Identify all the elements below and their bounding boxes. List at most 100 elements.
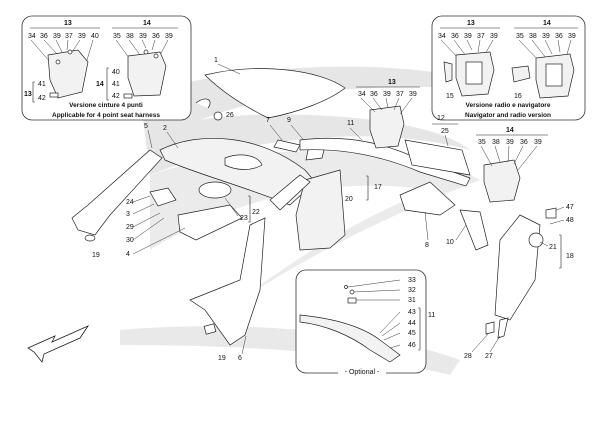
svg-text:39: 39 xyxy=(53,33,61,40)
callout-6: 6 xyxy=(238,355,242,362)
svg-text:32: 32 xyxy=(408,287,416,294)
callout-4: 4 xyxy=(126,251,130,258)
svg-text:37: 37 xyxy=(65,33,73,40)
svg-text:36: 36 xyxy=(40,33,48,40)
right-pillar-trim-part xyxy=(494,214,541,321)
inset-caption-en: Applicable for 4 point seat harness xyxy=(52,112,160,119)
mid-label-14: 14 xyxy=(506,127,514,134)
svg-text:46: 46 xyxy=(408,342,416,349)
screw-icon xyxy=(143,49,149,55)
row-14-labels: 35 38 39 36 39 xyxy=(113,33,173,40)
svg-text:39: 39 xyxy=(78,33,86,40)
row-13-labels: 34 36 39 37 39 40 xyxy=(28,33,99,40)
svg-text:Versione radio e navigatore: Versione radio e navigatore xyxy=(466,102,551,109)
strip-10-part xyxy=(459,209,489,251)
sun-visor-part xyxy=(177,204,243,241)
callout-28: 28 xyxy=(464,353,472,360)
callout-25: 25 xyxy=(441,128,449,135)
lamp-icon xyxy=(213,111,223,121)
screw-icon xyxy=(67,49,73,55)
callout-19b: 19 xyxy=(218,355,226,362)
panel-15-part xyxy=(443,61,453,83)
callout-5: 5 xyxy=(144,123,148,130)
callout-10: 10 xyxy=(446,239,454,246)
svg-text:42: 42 xyxy=(38,95,46,102)
screw-icon xyxy=(153,53,159,59)
svg-text:43: 43 xyxy=(408,309,416,316)
cover-16-part xyxy=(511,65,531,83)
svg-text:33: 33 xyxy=(408,277,416,284)
roof-panel-part xyxy=(204,68,346,119)
svg-text:36: 36 xyxy=(152,33,160,40)
clip-icon xyxy=(123,93,133,99)
svg-text:44: 44 xyxy=(408,320,416,327)
svg-text:Navigator and radio version: Navigator and radio version xyxy=(465,112,551,119)
svg-text:36: 36 xyxy=(520,139,528,146)
label-15: 15 xyxy=(446,93,454,100)
callout-19a: 19 xyxy=(92,252,100,259)
optional-trim-part xyxy=(299,314,401,363)
trim-strip-part xyxy=(273,139,301,153)
callout-30: 30 xyxy=(126,237,134,244)
b-pillar-trim-part xyxy=(189,217,266,346)
svg-text:38: 38 xyxy=(529,33,537,40)
inset-radio-navigator: 13 14 34 36 39 37 39 35 38 39 36 39 15 1… xyxy=(431,15,586,121)
panel-12-part xyxy=(404,139,471,176)
svg-text:35: 35 xyxy=(478,139,486,146)
a-pillar-rail-part xyxy=(269,174,311,211)
speaker-grille-part xyxy=(198,181,232,199)
grommet-icon xyxy=(84,234,96,242)
svg-text:35: 35 xyxy=(113,33,121,40)
callout-17: 17 xyxy=(374,184,382,191)
bracket-14-part xyxy=(483,159,521,203)
callout-29: 29 xyxy=(126,224,134,231)
svg-text:39: 39 xyxy=(568,33,576,40)
svg-text:39: 39 xyxy=(534,139,542,146)
optional-group-11: 11 xyxy=(428,312,435,319)
svg-text:36: 36 xyxy=(555,33,563,40)
svg-text:41: 41 xyxy=(38,81,46,88)
quarter-trim-part xyxy=(399,181,456,216)
callout-2: 2 xyxy=(163,125,167,132)
label-14: 14 xyxy=(143,20,151,27)
svg-text:39: 39 xyxy=(165,33,173,40)
clip-part xyxy=(485,321,495,335)
svg-text:34: 34 xyxy=(28,33,36,40)
callout-26: 26 xyxy=(226,112,234,119)
inset-4-point-harness: 13 14 34 36 39 37 39 40 35 38 39 36 39 1… xyxy=(21,15,192,121)
svg-text:39: 39 xyxy=(542,33,550,40)
optional-box: 33 32 31 43 44 45 46 11 - Optional - xyxy=(295,269,435,376)
callout-12: 12 xyxy=(437,115,445,122)
clip-icon xyxy=(49,92,59,98)
svg-text:39: 39 xyxy=(490,33,498,40)
svg-text:37: 37 xyxy=(477,33,485,40)
bracket-14-part xyxy=(127,51,167,97)
svg-text:13: 13 xyxy=(467,20,475,27)
svg-text:36: 36 xyxy=(370,91,378,98)
svg-text:41: 41 xyxy=(112,81,120,88)
svg-text:40: 40 xyxy=(91,33,99,40)
svg-text:34: 34 xyxy=(358,91,366,98)
bracket-13-part xyxy=(369,105,405,149)
callout-9: 9 xyxy=(287,117,291,124)
roof-rail-trim-part xyxy=(299,137,471,187)
callout-47: 47 xyxy=(566,204,574,211)
callout-20: 20 xyxy=(345,196,353,203)
label-13: 13 xyxy=(64,20,72,27)
svg-text:38: 38 xyxy=(126,33,134,40)
callout-8: 8 xyxy=(425,242,429,249)
callout-18: 18 xyxy=(566,253,574,260)
callout-3: 3 xyxy=(126,211,130,218)
svg-text:42: 42 xyxy=(112,93,120,100)
callout-21: 21 xyxy=(549,244,557,251)
inset-caption-it: Versione cinture 4 punti xyxy=(69,102,143,109)
callout-7: 7 xyxy=(266,117,270,124)
svg-text:39: 39 xyxy=(464,33,472,40)
a-pillar-trim-part xyxy=(71,149,163,236)
side-14: 14 xyxy=(96,81,104,88)
svg-text:39: 39 xyxy=(139,33,147,40)
seatbelt-guide-part xyxy=(528,232,544,248)
cap-icon xyxy=(203,323,217,335)
